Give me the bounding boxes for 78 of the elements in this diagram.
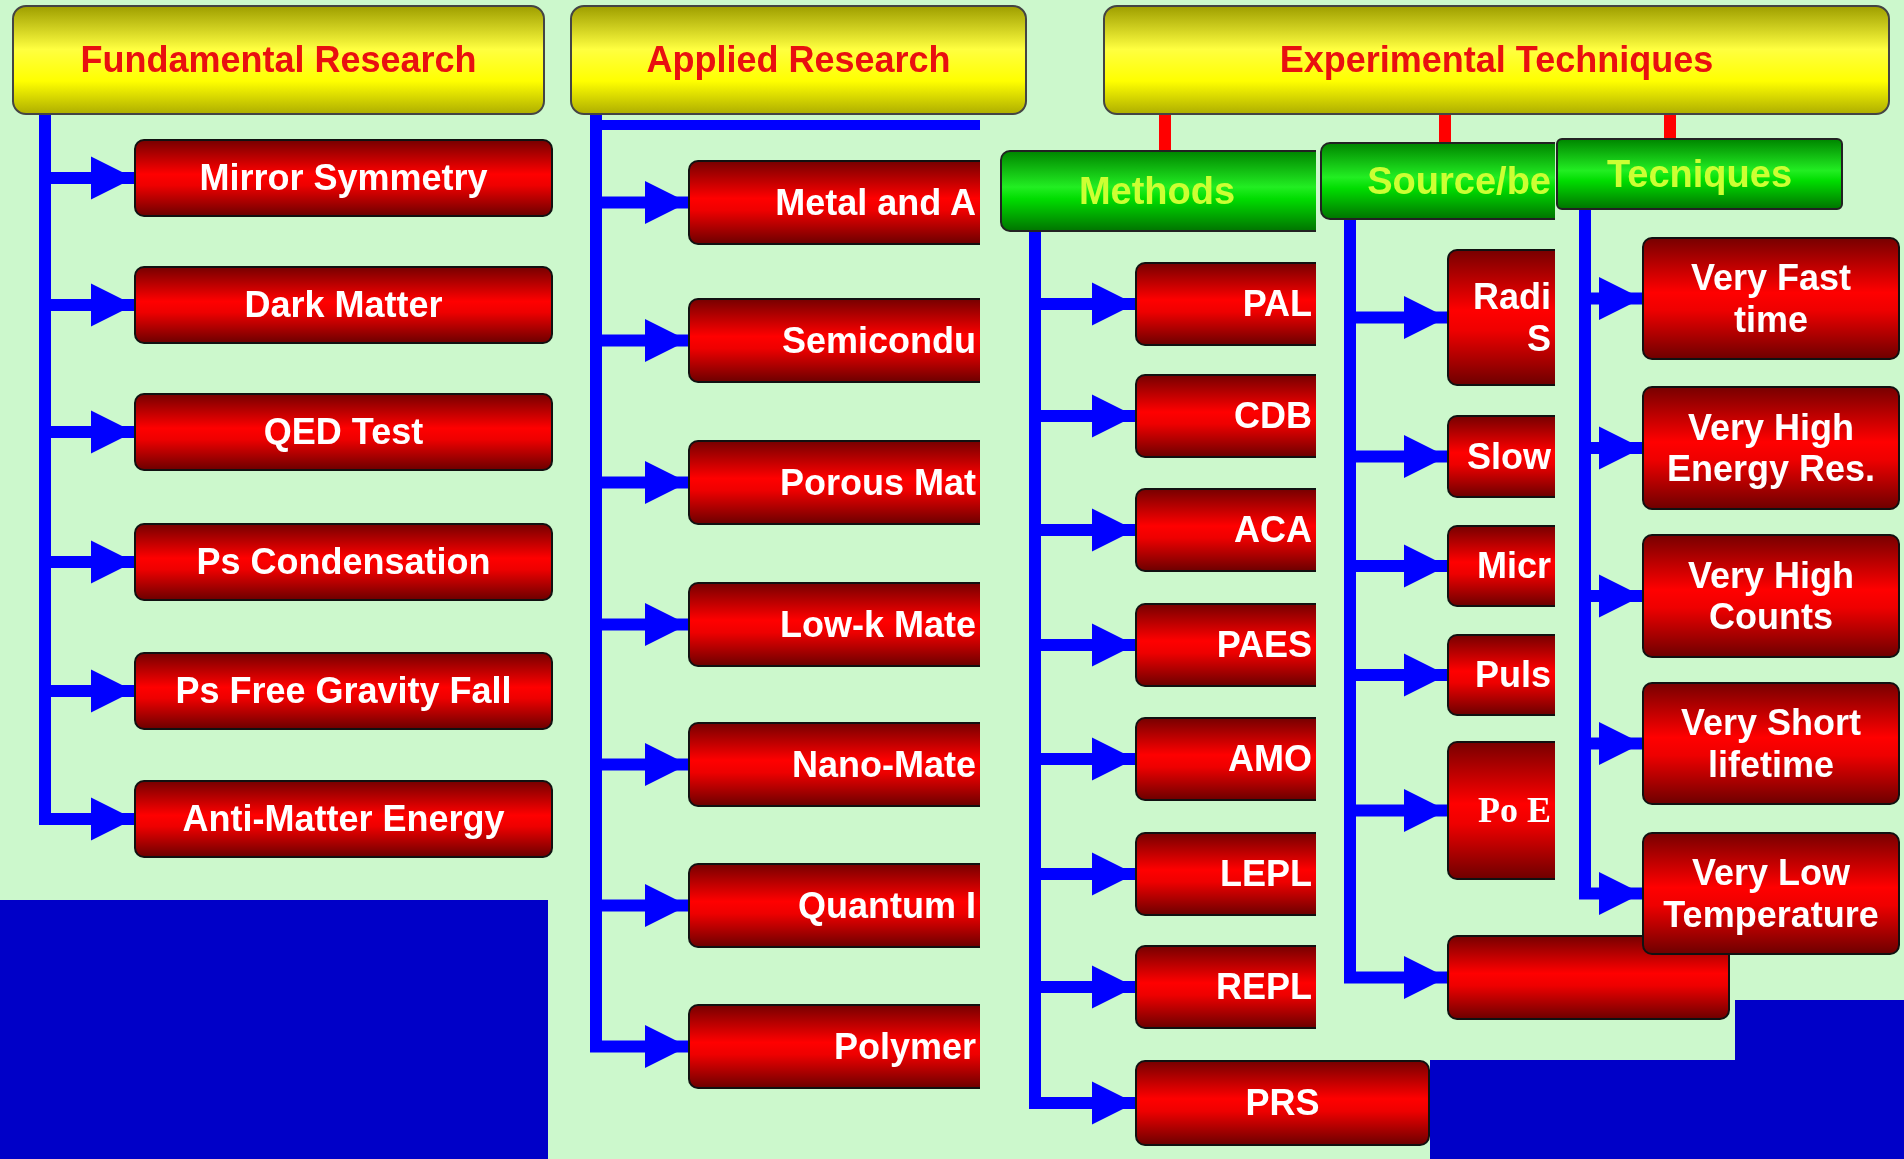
node-label: Very High Counts [1686, 554, 1856, 638]
topic-box [134, 523, 553, 601]
topic-box [1135, 603, 1316, 687]
node-label: Micr [1476, 545, 1551, 587]
topic-box [688, 160, 980, 245]
category-header [570, 5, 1027, 115]
subcategory-header [1320, 142, 1555, 220]
topic-box [134, 652, 553, 730]
node-label: Very Low Temperature [1662, 852, 1880, 935]
topic-box [1135, 717, 1316, 801]
node-label: Mirror Symmetry [199, 157, 488, 199]
node-label: Radi S [1472, 276, 1551, 359]
category-header [1103, 5, 1890, 115]
node-label: Quantum I [798, 884, 976, 927]
node-label: LEPL [1220, 853, 1312, 895]
topic-box [1447, 415, 1555, 498]
topic-box [688, 722, 980, 807]
node-label: Nano-Mate [792, 743, 976, 786]
node-label: Porous Mat [780, 461, 976, 504]
node-label: Methods [1078, 169, 1236, 213]
node-label: Very High Energy Res. [1665, 406, 1877, 490]
node-label: Source/be [1367, 159, 1551, 203]
subcategory-header [1000, 150, 1316, 232]
node-label: Puls [1474, 654, 1551, 696]
category-header [12, 5, 545, 115]
node-label: AMO [1228, 738, 1312, 780]
node-label: Very Fast time [1689, 257, 1853, 340]
topic-box [1447, 634, 1555, 716]
box-shape [1447, 935, 1730, 1020]
connector-line [1159, 115, 1171, 150]
topic-box [1642, 832, 1900, 955]
node-label: Slow [1467, 435, 1551, 478]
node-label: PAL [1242, 283, 1312, 325]
node-label: Very Short lifetime [1679, 702, 1863, 785]
node-label: ACA [1234, 509, 1312, 551]
topic-box [688, 863, 980, 948]
connector-line [1664, 115, 1676, 138]
node-label: Po E [1478, 789, 1551, 832]
node-label: REPL [1216, 966, 1312, 1008]
topic-box [1642, 386, 1900, 510]
topic-box [1135, 1060, 1430, 1146]
topic-box [1447, 249, 1555, 386]
node-label: Experimental Techniques [1279, 39, 1714, 81]
topic-box [1642, 237, 1900, 360]
topic-box [134, 266, 553, 344]
topic-box [1642, 534, 1900, 658]
topic-box [688, 298, 980, 383]
topic-box [1135, 262, 1316, 346]
topic-box [688, 1004, 980, 1089]
node-label: Ps Condensation [196, 541, 491, 583]
node-label: Anti-Matter Energy [182, 798, 505, 840]
topic-box [1642, 682, 1900, 805]
topic-box [1135, 945, 1316, 1029]
topic-box [1447, 525, 1555, 607]
node-label: Ps Free Gravity Fall [175, 670, 512, 712]
node-label: Fundamental Research [80, 39, 477, 81]
node-label: PAES [1216, 624, 1312, 666]
topic-box [1135, 832, 1316, 916]
node-label: CDB [1234, 395, 1312, 437]
topic-box [1135, 374, 1316, 458]
topic-box [134, 393, 553, 471]
node-label: Tecniques [1606, 152, 1793, 196]
topic-box [1447, 741, 1555, 880]
connector-line [1439, 115, 1451, 142]
subcategory-header [1556, 138, 1843, 210]
node-label: Polymer [833, 1025, 976, 1068]
node-label: Dark Matter [244, 284, 443, 326]
node-label: PRS [1245, 1082, 1320, 1124]
topic-box [688, 440, 980, 525]
node-label: QED Test [263, 411, 424, 453]
topic-box [688, 582, 980, 667]
node-label: Applied Research [646, 39, 951, 81]
node-label: Low-k Mate [780, 603, 976, 646]
topic-box [134, 139, 553, 217]
topic-box [1135, 488, 1316, 572]
node-label: Metal and A [775, 181, 976, 224]
topic-box [134, 780, 553, 858]
node-label: Semicondu [781, 319, 976, 362]
